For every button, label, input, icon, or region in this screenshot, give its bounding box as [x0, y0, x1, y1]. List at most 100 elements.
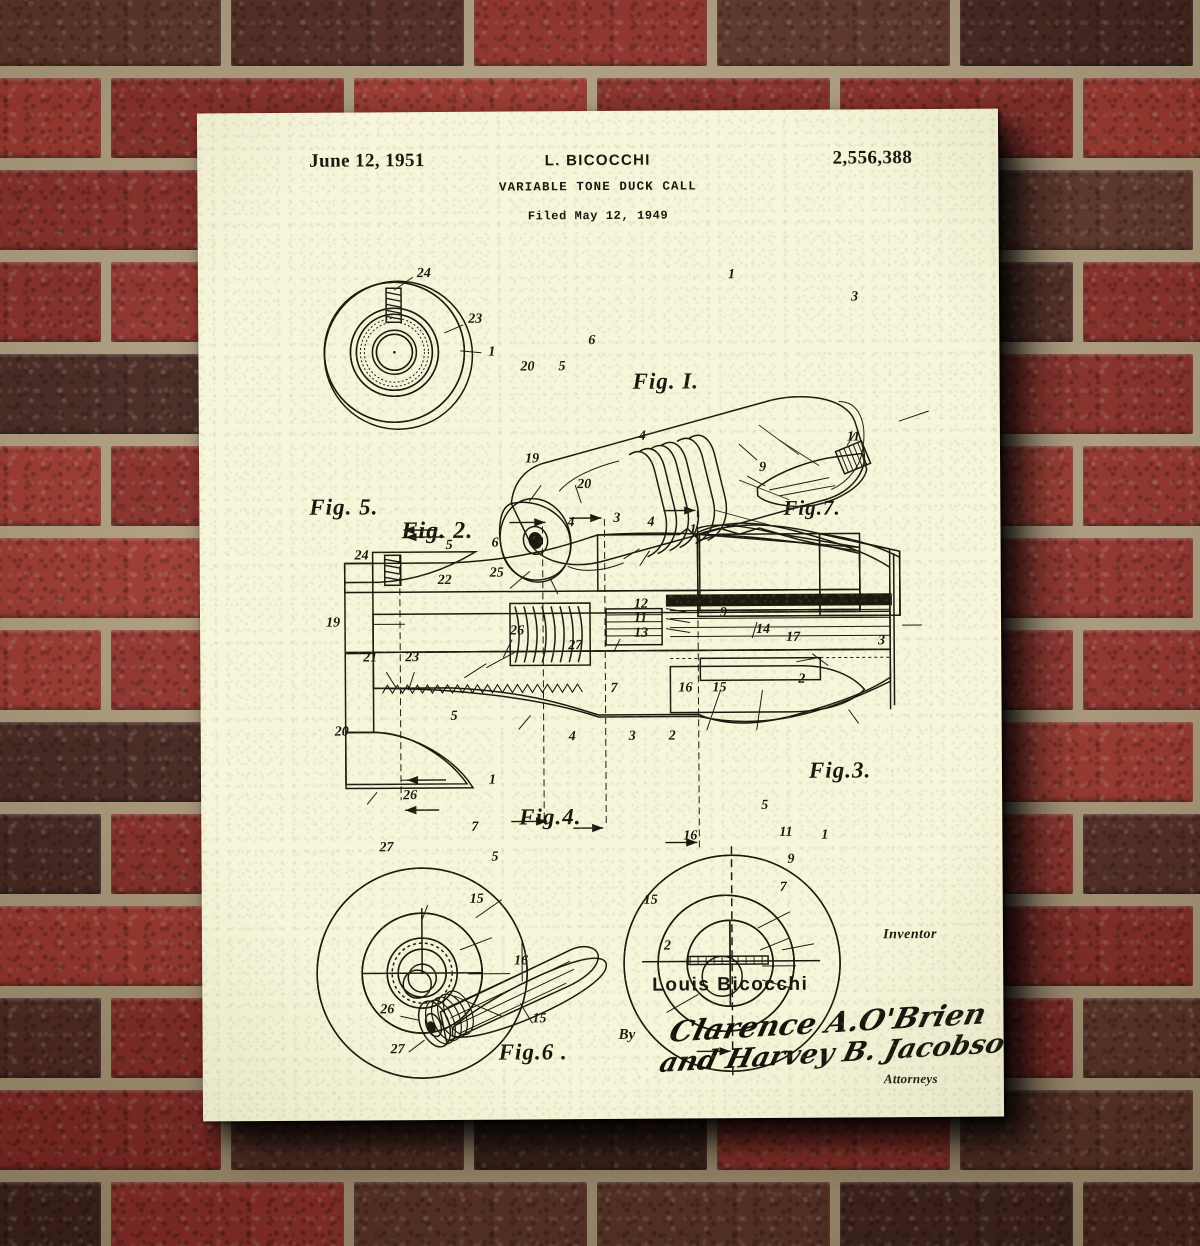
- ref-fig1-5: 5: [558, 359, 565, 375]
- brick: [0, 630, 101, 710]
- ref-fig3-11: 11: [779, 825, 792, 841]
- ref-fig4-27: 27: [379, 840, 393, 856]
- brick: [474, 0, 707, 66]
- brick: [1083, 262, 1200, 342]
- brick: [840, 1182, 1073, 1246]
- ref-fig2-24: 24: [355, 548, 369, 564]
- figure-7-caption: Fig.7.: [783, 496, 840, 521]
- ref-fig2-27: 27: [568, 638, 582, 654]
- ref-fig2-2: 2: [798, 672, 805, 688]
- ref-fig5-23: 23: [468, 312, 482, 328]
- figure-2-drawing: [344, 509, 923, 853]
- ref-fig4-7: 7: [471, 820, 478, 836]
- brick: [0, 538, 221, 618]
- ref-fig2-25: 25: [490, 566, 504, 582]
- ref-fig1-20a: 20: [520, 359, 534, 375]
- brick: [1083, 998, 1200, 1078]
- brick: [354, 1182, 587, 1246]
- ref-fig2-1: 1: [689, 522, 696, 538]
- ref-fig1-3: 3: [851, 289, 858, 305]
- brick: [0, 170, 221, 250]
- ref-fig2-3b: 3: [878, 633, 885, 649]
- brick: [231, 0, 464, 66]
- patent-poster: June 12, 1951 L. BICOCCHI 2,556,388 VARI…: [197, 109, 1004, 1122]
- ref-fig1-4: 4: [639, 429, 646, 445]
- ref-fig2-11: 11: [634, 611, 647, 627]
- brick: [1083, 78, 1200, 158]
- figure-6-caption: Fig.6 .: [499, 1039, 568, 1065]
- brick-row: [0, 0, 1200, 72]
- ref-fig2-22: 22: [438, 573, 452, 589]
- inventor-label: Inventor: [883, 927, 937, 943]
- brick: [1083, 1182, 1200, 1246]
- figure-5-drawing: [324, 277, 482, 430]
- figure-5-caption: Fig. 5.: [309, 494, 378, 520]
- brick: [1083, 630, 1200, 710]
- by-label: By: [619, 1027, 636, 1044]
- ref-fig2-19: 19: [326, 616, 340, 632]
- ref-fig4-26: 26: [403, 788, 417, 804]
- figure-4-caption: Fig.4.: [519, 804, 581, 830]
- brick: [0, 78, 101, 158]
- ref-fig6-15: 15: [532, 1011, 546, 1027]
- brick: [0, 0, 221, 66]
- brick-row: [0, 1176, 1200, 1246]
- ref-fig2-4c: 4: [569, 729, 576, 745]
- ref-fig2-16: 16: [678, 680, 692, 696]
- ref-fig5-24: 24: [417, 266, 431, 282]
- ref-fig2-9: 9: [720, 605, 727, 621]
- brick: [0, 814, 101, 894]
- brick: [597, 1182, 830, 1246]
- patent-drawings: [197, 109, 1004, 1122]
- brick: [0, 1182, 101, 1246]
- ref-fig3-5: 5: [761, 798, 768, 814]
- ref-fig5-1: 1: [488, 345, 495, 361]
- brick: [0, 446, 101, 526]
- ref-fig3-1: 1: [821, 828, 828, 844]
- ref-fig4-15: 15: [470, 892, 484, 908]
- ref-fig2-6: 6: [492, 536, 499, 552]
- ref-fig2-13: 13: [634, 626, 648, 642]
- ref-fig2-7: 7: [610, 681, 617, 697]
- ref-fig1-20b: 20: [577, 477, 591, 493]
- ref-fig4-1: 1: [489, 773, 496, 789]
- ref-fig2-4a: 4: [567, 515, 574, 531]
- figure-2-caption: Fig. 2.: [401, 518, 473, 545]
- ref-fig6-16: 16: [514, 953, 528, 969]
- brick: [0, 722, 221, 802]
- attorneys-label: Attorneys: [884, 1071, 938, 1087]
- ref-fig2-3c: 3: [629, 729, 636, 745]
- brick: [1083, 814, 1200, 894]
- inventor-signature-name: Louis Bicocchi: [652, 974, 808, 997]
- ref-fig6-26: 26: [380, 1002, 394, 1018]
- brick: [1083, 446, 1200, 526]
- brick: [0, 354, 221, 434]
- ref-fig3-2: 2: [664, 939, 671, 955]
- ref-fig2-5b: 5: [451, 709, 458, 725]
- ref-fig2-15: 15: [712, 680, 726, 696]
- brick: [960, 0, 1193, 66]
- ref-fig2-3a: 3: [613, 511, 620, 527]
- ref-fig6-27: 27: [391, 1042, 405, 1058]
- ref-fig1-6: 6: [588, 333, 595, 349]
- ref-fig2-20: 20: [335, 725, 349, 741]
- ref-fig1-19: 19: [525, 451, 539, 467]
- brick: [717, 0, 950, 66]
- brick: [0, 998, 101, 1078]
- brick: [0, 262, 101, 342]
- brick: [0, 906, 221, 986]
- ref-fig3-16: 16: [683, 828, 697, 844]
- ref-fig1-1: 1: [728, 267, 735, 283]
- ref-fig2-14: 14: [756, 622, 770, 638]
- ref-fig2-23: 23: [405, 650, 419, 666]
- ref-fig3-9: 9: [787, 852, 794, 868]
- ref-fig2-17: 17: [786, 630, 800, 646]
- figure-1-caption: Fig. I.: [632, 368, 699, 394]
- figure-3-caption: Fig.3.: [809, 757, 871, 783]
- ref-fig3-7: 7: [780, 880, 787, 896]
- ref-fig4-5: 5: [491, 850, 498, 866]
- brick: [0, 1090, 221, 1170]
- ref-fig2-21: 21: [363, 650, 377, 666]
- brick: [111, 1182, 344, 1246]
- figure-4-drawing: [316, 867, 527, 1078]
